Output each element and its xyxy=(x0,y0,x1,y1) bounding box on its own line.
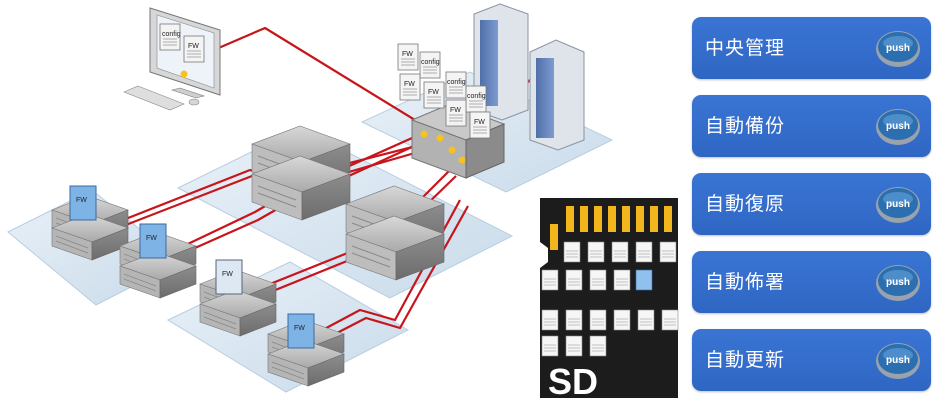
controller-doc-config-3: config xyxy=(467,93,486,100)
sd-card-label: SD xyxy=(548,361,598,402)
bottom-fw-label-1: FW xyxy=(222,271,233,278)
push-button-icon[interactable]: push xyxy=(875,28,921,68)
network-diagram: config FW FW FW FW FW xyxy=(7,3,679,402)
left-fw-label-1: FW xyxy=(76,197,87,204)
push-button-icon[interactable]: push xyxy=(875,184,921,224)
management-computer: config FW xyxy=(123,7,221,111)
controller-doc-fw-4: FW xyxy=(450,107,461,114)
push-label: push xyxy=(886,277,910,288)
feature-label: 自動更新 xyxy=(705,349,786,371)
controller-doc-fw-1: FW xyxy=(402,51,413,58)
computer-doc-label-fw: FW xyxy=(188,43,199,50)
controller-doc-fw-3: FW xyxy=(428,89,439,96)
feature-central-management[interactable]: 中央管理 push xyxy=(692,17,931,79)
computer-doc-label-config: config xyxy=(162,31,181,38)
feature-auto-restore[interactable]: 自動復原 push xyxy=(692,173,931,235)
push-label: push xyxy=(886,43,910,54)
feature-auto-update[interactable]: 自動更新 push xyxy=(692,329,931,391)
sd-card: SD xyxy=(540,198,679,402)
push-label: push xyxy=(886,199,910,210)
sd-card-pins xyxy=(550,206,672,250)
server-racks xyxy=(473,3,585,151)
feature-label: 自動備份 xyxy=(705,115,786,137)
left-site-servers: FW FW xyxy=(51,185,197,299)
sd-card-fw-files xyxy=(541,241,677,291)
feature-auto-deploy[interactable]: 自動佈署 push xyxy=(692,251,931,313)
push-label: push xyxy=(886,355,910,366)
feature-label: 自動復原 xyxy=(705,193,786,215)
controller-doc-fw-2: FW xyxy=(404,81,415,88)
feature-auto-backup[interactable]: 自動備份 push xyxy=(692,95,931,157)
push-label: push xyxy=(886,121,910,132)
push-button-icon[interactable]: push xyxy=(875,340,921,380)
controller-doc-config-1: config xyxy=(421,59,440,66)
controller-doc-fw-5: FW xyxy=(474,119,485,126)
push-button-icon[interactable]: push xyxy=(875,106,921,146)
left-fw-label-2: FW xyxy=(146,235,157,242)
feature-label: 中央管理 xyxy=(705,37,786,59)
central-controller: FW config FW FW config config FW FW xyxy=(397,43,506,179)
bottom-fw-label-2: FW xyxy=(294,325,305,332)
bottom-site-servers: FW FW xyxy=(199,259,345,387)
feature-label: 自動佈署 xyxy=(705,271,786,293)
push-button-icon[interactable]: push xyxy=(875,262,921,302)
controller-doc-config-2: config xyxy=(447,79,466,86)
